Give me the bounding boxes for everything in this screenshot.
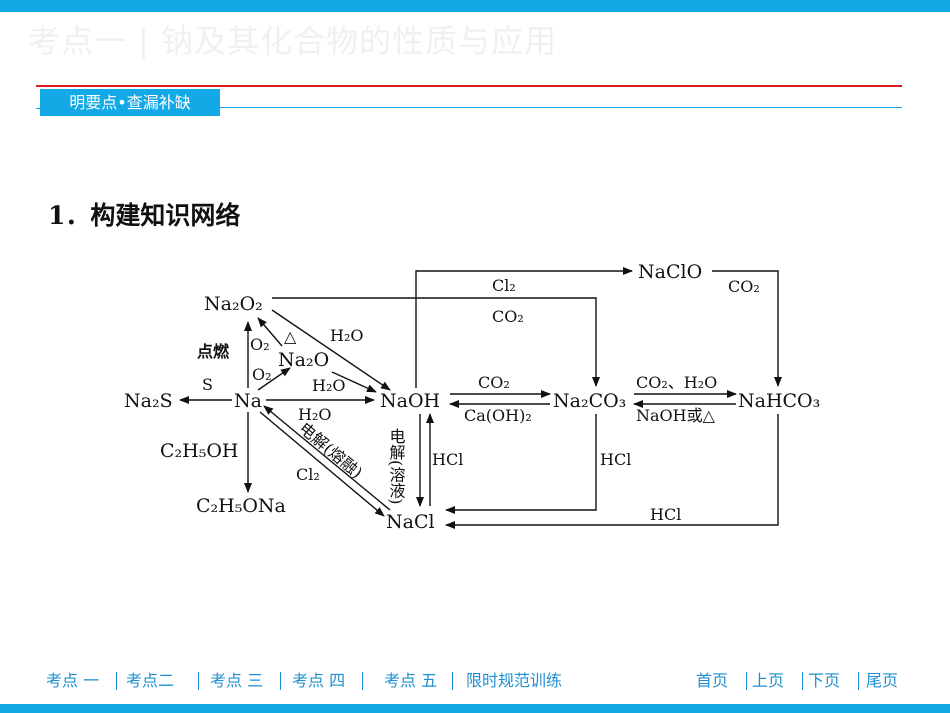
node-naoh: NaOH bbox=[380, 390, 440, 412]
node-na2o: Na₂O bbox=[278, 349, 329, 371]
section-tab: 明要点•查漏补缺 bbox=[40, 89, 220, 116]
nav-separator bbox=[116, 672, 117, 690]
arrow-na-to-na2o bbox=[257, 367, 291, 391]
nav-separator bbox=[452, 672, 453, 690]
label-co2-a: CO₂ bbox=[728, 277, 760, 296]
nav-kaodian-4[interactable]: 考点 四 bbox=[292, 671, 346, 690]
arrow-na2o2-to-na2co3 bbox=[272, 297, 600, 387]
pager-first[interactable]: 首页 bbox=[696, 671, 729, 690]
bottom-accent-bar bbox=[0, 704, 950, 713]
label-caoh2: Ca(OH)₂ bbox=[464, 406, 532, 425]
top-accent-bar bbox=[0, 0, 950, 12]
pager-last[interactable]: 尾页 bbox=[866, 671, 899, 690]
label-co2-c: CO₂ bbox=[478, 373, 510, 392]
label-hcl-c: HCl bbox=[650, 505, 681, 524]
header-blue-rule-left bbox=[36, 108, 42, 109]
label-h2o-b: H₂O bbox=[312, 376, 345, 395]
arrow-na2o-to-naoh bbox=[331, 371, 377, 393]
nav-kaodian-2[interactable]: 考点二 bbox=[126, 671, 175, 690]
nav-kaodian-3[interactable]: 考点 三 bbox=[210, 671, 264, 690]
label-cl2-b: Cl₂ bbox=[296, 465, 320, 484]
nav-practice[interactable]: 限时规范训练 bbox=[466, 671, 563, 690]
nav-kaodian-5[interactable]: 考点 五 bbox=[384, 671, 438, 690]
node-na: Na bbox=[234, 390, 262, 412]
nav-separator bbox=[280, 672, 281, 690]
arrow-naoh-to-naclo bbox=[415, 267, 633, 388]
label-o2-a: O₂ bbox=[250, 335, 270, 354]
arrow-nacl-to-na bbox=[263, 405, 391, 511]
nav-separator bbox=[198, 672, 199, 690]
slide-title: 考点一 | 钠及其化合物的性质与应用 bbox=[28, 22, 558, 60]
node-na2s: Na₂S bbox=[124, 390, 173, 412]
label-delta: △ bbox=[284, 327, 297, 346]
footer-nav: 考点 一 考点二 考点 三 考点 四 考点 五 限时规范训练 首页 上页 下页 … bbox=[0, 666, 950, 696]
arrow-na-to-nacl bbox=[259, 411, 385, 517]
node-nahco3: NaHCO₃ bbox=[738, 390, 820, 412]
label-o2-b: O₂ bbox=[252, 365, 272, 384]
label-dianran: 点燃 bbox=[197, 342, 230, 361]
arrow-na2co3-to-nacl bbox=[445, 414, 597, 514]
pager-next[interactable]: 下页 bbox=[808, 671, 841, 690]
label-naoh-or-heat: NaOH或△ bbox=[636, 406, 716, 425]
node-nacl: NaCl bbox=[386, 511, 435, 533]
pager-separator bbox=[858, 672, 859, 690]
header-red-rule bbox=[36, 85, 902, 87]
arrow-na2o-to-na2o2 bbox=[257, 317, 283, 347]
arrow-naclo-to-nahco3 bbox=[712, 270, 782, 387]
label-co2-b: CO₂ bbox=[492, 307, 524, 326]
node-c2h5oh: C₂H₅OH bbox=[160, 440, 239, 462]
pager-separator bbox=[746, 672, 747, 690]
label-hcl-b: HCl bbox=[600, 450, 631, 469]
header-blue-rule bbox=[220, 107, 902, 108]
label-co2-h2o: CO₂、H₂O bbox=[636, 373, 717, 392]
nav-separator bbox=[362, 672, 363, 690]
node-c2h5ona: C₂H₅ONa bbox=[196, 495, 286, 517]
label-h2o-c: H₂O bbox=[298, 405, 331, 424]
node-naclo: NaClO bbox=[638, 261, 702, 283]
node-na2o2: Na₂O₂ bbox=[204, 293, 263, 315]
label-electrolysis-soln: 电解(溶液) bbox=[387, 428, 406, 504]
pager-separator bbox=[802, 672, 803, 690]
label-cl2-a: Cl₂ bbox=[492, 276, 516, 295]
label-hcl-a: HCl bbox=[432, 450, 463, 469]
label-s: S bbox=[202, 375, 213, 394]
arrow-na2o2-to-naoh bbox=[271, 309, 391, 391]
section-heading: 1．构建知识网络 bbox=[48, 201, 241, 230]
pager-prev[interactable]: 上页 bbox=[752, 671, 785, 690]
node-na2co3: Na₂CO₃ bbox=[553, 390, 626, 412]
label-h2o-a: H₂O bbox=[330, 326, 363, 345]
arrow-nahco3-to-nacl bbox=[445, 414, 779, 529]
nav-kaodian-1[interactable]: 考点 一 bbox=[46, 671, 100, 690]
